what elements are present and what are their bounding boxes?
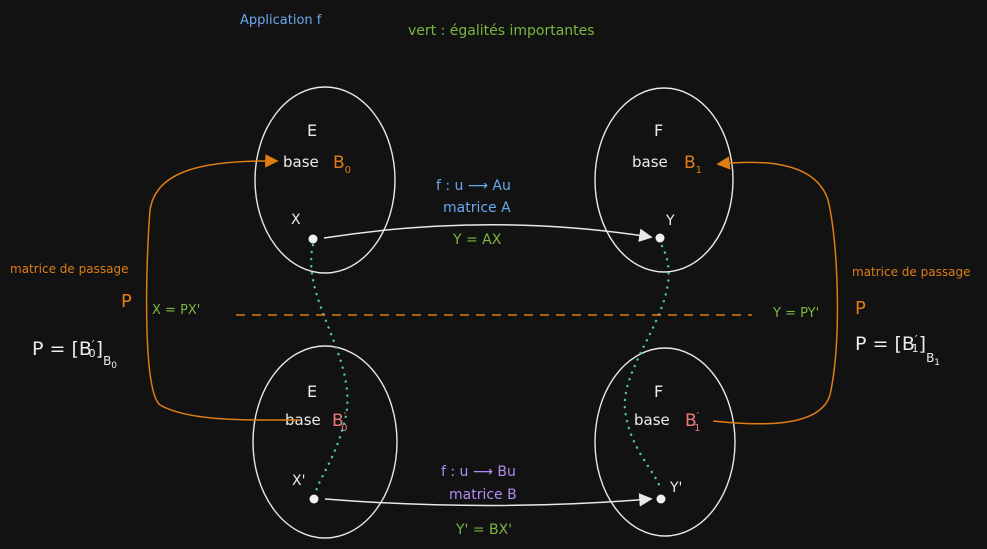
space-f-top-ellipse: [594, 87, 734, 273]
vector-x-label: X: [291, 212, 301, 228]
vector-y-prime-point: [656, 494, 666, 504]
top-map-equality: Y = AX: [452, 232, 502, 248]
space-e-top-ellipse: [254, 86, 396, 274]
application-label: Application f: [240, 13, 322, 28]
vector-x-prime-label: X': [292, 473, 305, 489]
base-b0-word: base: [283, 153, 319, 171]
base-b1-prime-symbol: B′1: [685, 410, 701, 434]
vector-x-point: [308, 234, 318, 244]
space-f-top-label: F: [654, 121, 663, 140]
right-passage-label: matrice de passage: [852, 265, 970, 279]
space-f-bottom-label: F: [654, 382, 663, 401]
map-arrow-top: [323, 224, 653, 243]
top-map-matrix: matrice A: [443, 200, 511, 216]
base-b1-word: base: [632, 153, 668, 171]
passage-arrow-right: [712, 156, 839, 425]
top-map-rule: f : u ⟶ Au: [436, 178, 511, 194]
dotted-link-x-xprime: [310, 243, 349, 494]
vector-y-prime-label: Y': [669, 480, 682, 496]
legend-note: vert : égalités importantes: [408, 23, 595, 39]
vector-y-label: Y: [665, 213, 675, 229]
left-passage-symbol: P: [121, 291, 132, 312]
space-e-top-label: E: [307, 121, 317, 140]
left-passage-formula: P = [B′0]B0: [32, 338, 117, 371]
left-passage-label: matrice de passage: [10, 262, 128, 276]
vector-x-prime-point: [309, 494, 319, 504]
base-b0-symbol: B0: [333, 153, 351, 176]
right-passage-equality: Y = PY': [772, 306, 819, 321]
base-b0-prime-word: base: [285, 411, 321, 429]
space-f-bottom-ellipse: [594, 347, 736, 537]
base-b1-symbol: B1: [684, 153, 702, 176]
base-b1-prime-word: base: [634, 411, 670, 429]
dotted-link-y-yprime: [623, 244, 670, 492]
right-passage-formula: P = [B′1]B1: [855, 333, 940, 368]
bottom-map-rule: f : u ⟶ Bu: [441, 464, 516, 480]
map-arrow-bottom: [324, 493, 653, 507]
space-e-bottom-ellipse: [252, 345, 398, 539]
vector-y-point: [655, 233, 665, 243]
passage-arrow-left: [145, 154, 301, 421]
right-passage-symbol: P: [855, 298, 866, 319]
left-passage-equality: X = PX': [152, 303, 200, 318]
bottom-map-equality: Y' = BX': [455, 522, 512, 538]
bottom-map-matrix: matrice B: [449, 487, 517, 503]
base-b0-prime-symbol: B′0: [332, 410, 348, 434]
space-e-bottom-label: E: [307, 382, 317, 401]
